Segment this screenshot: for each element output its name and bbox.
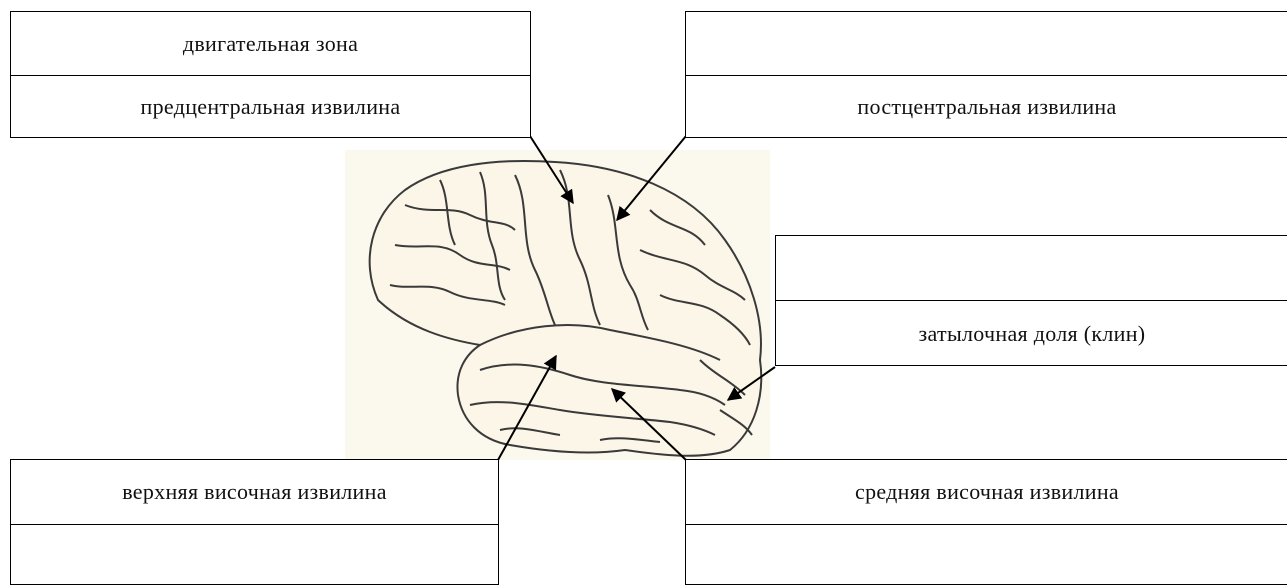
brain-illustration bbox=[368, 159, 763, 457]
box-divider bbox=[686, 524, 1287, 525]
label-box-top-left: двигательная зона предцентральная извили… bbox=[10, 11, 531, 138]
label-box-bottom-right: средняя височная извилина bbox=[685, 459, 1287, 585]
middle-temporal-gyrus-label: средняя височная извилина bbox=[855, 479, 1119, 504]
box-divider bbox=[686, 75, 1287, 76]
arrow-precentral bbox=[529, 135, 574, 205]
postcentral-gyrus-label: постцентральная извилина bbox=[857, 94, 1117, 119]
box-divider bbox=[776, 300, 1287, 301]
label-box-right: затылочная доля (клин) bbox=[775, 235, 1287, 366]
blank-field bbox=[11, 525, 498, 585]
occipital-lobe-label: затылочная доля (клин) bbox=[918, 320, 1146, 346]
blank-field bbox=[776, 236, 1287, 300]
box-divider bbox=[11, 75, 530, 76]
blank-field bbox=[686, 525, 1287, 585]
label-box-bottom-left: верхняя височная извилина bbox=[10, 459, 499, 585]
arrow-postcentral bbox=[616, 135, 687, 222]
motor-zone-label: двигательная зона bbox=[182, 30, 359, 56]
blank-field bbox=[686, 12, 1287, 75]
arrow-occipital bbox=[726, 366, 776, 401]
brain-outline bbox=[368, 159, 763, 457]
label-box-top-right: постцентральная извилина bbox=[685, 11, 1287, 138]
arrow-middle-temporal bbox=[610, 388, 687, 461]
arrow-superior-temporal bbox=[497, 354, 557, 461]
precentral-gyrus-label: предцентральная извилина bbox=[140, 94, 401, 119]
box-divider bbox=[11, 524, 498, 525]
superior-temporal-gyrus-label: верхняя височная извилина bbox=[122, 479, 387, 504]
